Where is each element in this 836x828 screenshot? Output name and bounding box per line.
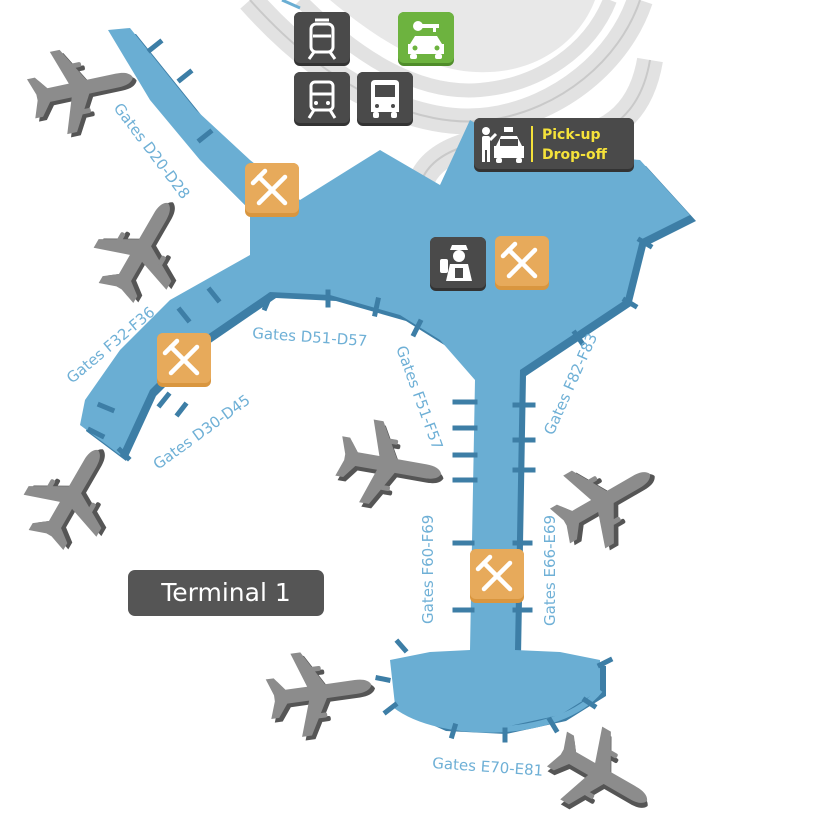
- gate-label-f60-f69: Gates F60-F69: [419, 515, 437, 624]
- restaurant-icon[interactable]: [495, 236, 549, 290]
- restaurant-icon[interactable]: [157, 333, 211, 387]
- restaurant-icon[interactable]: [470, 549, 524, 603]
- terminal-badge: Terminal 1: [128, 570, 324, 616]
- gate-label-d51-d57: Gates D51-D57: [252, 324, 368, 350]
- terminal-label: Terminal 1: [160, 578, 291, 607]
- gate-label-e66-e69: Gates E66-E69: [541, 515, 559, 626]
- train-icon[interactable]: [294, 72, 350, 126]
- gate-label-d30-d45: Gates D30-D45: [150, 391, 254, 473]
- airplane-icon: [538, 437, 676, 565]
- tram-icon[interactable]: [294, 12, 350, 66]
- security-officer-icon[interactable]: [430, 237, 486, 291]
- car-rental-icon[interactable]: [398, 12, 454, 66]
- bus-icon[interactable]: [357, 72, 413, 126]
- gate-label-f51-f57: Gates F51-F57: [392, 343, 446, 452]
- pickup-label: Pick-up: [542, 127, 600, 143]
- pickup-dropoff-badge[interactable]: Pick-up Drop-off: [474, 118, 634, 172]
- dropoff-label: Drop-off: [542, 147, 608, 163]
- terminal-building: [80, 28, 696, 743]
- gate-label-e70-e81: Gates E70-E81: [432, 754, 544, 780]
- restaurant-icon[interactable]: [245, 163, 299, 217]
- airplane-icon: [262, 643, 381, 745]
